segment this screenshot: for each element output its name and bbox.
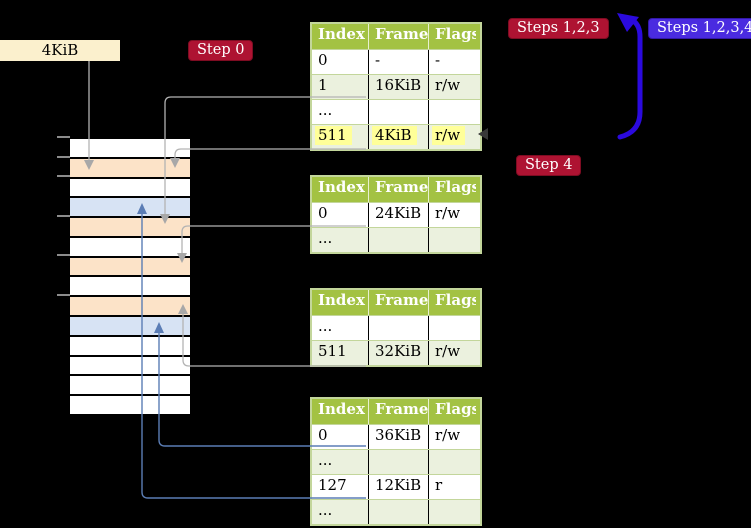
memory-page-row [70, 137, 190, 157]
column-header: Flags [428, 24, 476, 49]
step0-badge: Step 0 [188, 40, 254, 61]
physical-memory-column [70, 137, 190, 416]
memory-page-row [70, 156, 190, 177]
table-cell [428, 450, 476, 474]
table-cell [368, 316, 428, 340]
table-cell: r/w [428, 75, 476, 99]
table-row: ... [312, 227, 480, 252]
table-cell: 511 [312, 125, 368, 149]
memory-page-row [70, 275, 190, 296]
table-cell: 16KiB [368, 75, 428, 99]
column-header: Frame [368, 177, 428, 202]
memory-page-row [70, 374, 190, 395]
table-row: 511 4KiB r/w [312, 124, 480, 149]
column-header: Flags [428, 177, 476, 202]
table-cell: r/w [428, 203, 476, 227]
column-header: Frame [368, 290, 428, 315]
table-cell [368, 500, 428, 524]
table-cell: 0 [318, 51, 328, 69]
table-cell: 0 [318, 426, 328, 444]
column-header: Index [318, 25, 365, 43]
column-header: Flags [428, 290, 476, 315]
table-cell: 127 [318, 476, 347, 494]
table-cell [368, 228, 428, 252]
memory-page-row [70, 315, 190, 335]
table-cell [428, 316, 476, 340]
table-cell [428, 500, 476, 524]
table-cell: ... [318, 229, 333, 247]
table-cell: 36KiB [368, 425, 428, 449]
memory-page-row [70, 196, 190, 217]
memory-page-row [70, 176, 190, 197]
steps-1234-badge: Steps 1,2,3,4 [648, 18, 751, 39]
table-cell [428, 228, 476, 252]
steps-flow-arrow [617, 16, 643, 140]
table-cell: ... [318, 501, 333, 519]
table-cell [368, 100, 428, 124]
table-cell: 32KiB [368, 341, 428, 365]
column-header: Index [318, 178, 365, 196]
table-cell: r/w [428, 341, 476, 365]
highlight: 4KiB [372, 126, 417, 145]
table-row: ... [312, 499, 480, 524]
table-cell: - [428, 50, 476, 74]
table-row: 0 -- [312, 49, 480, 74]
table-cell: r [428, 475, 476, 499]
memory-page-row [70, 255, 190, 276]
table-cell: 0 [318, 204, 328, 222]
table-cell [428, 100, 476, 124]
address-tick [57, 156, 70, 158]
table-cell: 511 [318, 342, 347, 360]
memory-page-row [70, 295, 190, 316]
table-row: ... [312, 315, 480, 340]
steps-123-badge: Steps 1,2,3 [508, 18, 609, 39]
step4-badge: Step 4 [516, 155, 582, 176]
memory-page-row [70, 394, 190, 414]
table-cell: ... [318, 101, 333, 119]
table-cell: 1 [318, 76, 328, 94]
table-cell: 4KiB [368, 125, 428, 149]
steps-flow-arrowhead-icon [617, 13, 639, 32]
highlight: r/w [432, 126, 466, 145]
address-tick [57, 294, 70, 296]
table-cell: ... [318, 451, 333, 469]
table-cell: r/w [428, 425, 476, 449]
memory-page-row [70, 334, 190, 355]
page-size-label: 4KiB [0, 40, 120, 61]
memory-page-row [70, 235, 190, 256]
column-header: Index [318, 291, 365, 309]
column-header: Index [318, 400, 365, 418]
address-tick [57, 254, 70, 256]
column-header: Frame [368, 24, 428, 49]
table-cell: r/w [428, 125, 476, 149]
memory-page-row [70, 216, 190, 236]
table-cell [368, 450, 428, 474]
memory-page-row [70, 354, 190, 375]
address-tick [57, 175, 70, 177]
highlight: 511 [315, 126, 352, 145]
column-header: Frame [368, 399, 428, 424]
table-row: ... [312, 449, 480, 474]
table-cell: - [368, 50, 428, 74]
column-header: Flags [428, 399, 476, 424]
table-row: ... [312, 99, 480, 124]
table-cell: 24KiB [368, 203, 428, 227]
address-tick [57, 136, 70, 138]
address-tick [57, 215, 70, 217]
table-cell: 12KiB [368, 475, 428, 499]
table-cell: ... [318, 317, 333, 335]
